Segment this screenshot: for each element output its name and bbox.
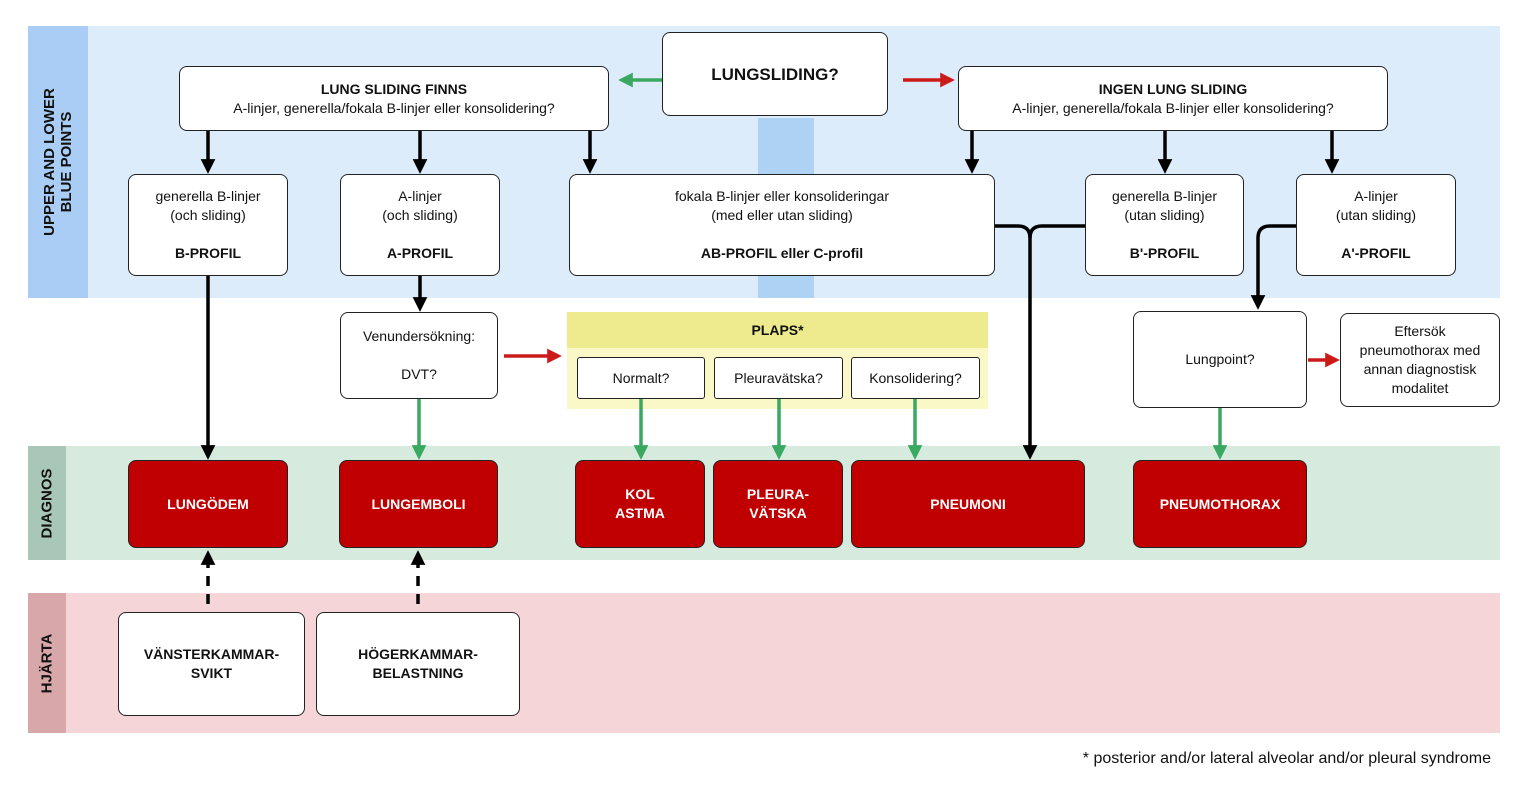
pneumoni-label: PNEUMONI — [930, 495, 1006, 512]
a-prime-profil-box: A-linjer (utan sliding) A'-PROFIL — [1296, 174, 1456, 276]
lung-sliding-finns-text: A-linjer, generella/fokala B-linjer elle… — [233, 99, 555, 116]
b-prime-profil-label: B'-PROFIL — [1129, 245, 1200, 261]
diagnosis-pleuravatska: PLEURA- VÄTSKA — [713, 460, 843, 548]
vanster-line2: SVIKT — [190, 665, 233, 681]
a-profil-line2: (och sliding) — [382, 207, 458, 223]
ab-profil-line2: (med eller utan sliding) — [711, 207, 853, 223]
b-profil-label: B-PROFIL — [174, 245, 242, 261]
connector-bprime-to-pneumoni — [1028, 224, 1085, 239]
lungpoint-box: Lungpoint? — [1133, 311, 1307, 408]
a-prime-profil-line1: A-linjer — [1354, 188, 1398, 204]
ingen-lung-sliding-text: A-linjer, generella/fokala B-linjer elle… — [1012, 99, 1334, 116]
b-profil-line2: (och sliding) — [170, 207, 246, 223]
diagnosis-lungodem: LUNGÖDEM — [128, 460, 288, 548]
lung-sliding-finns-box: LUNG SLIDING FINNS A-linjer, generella/f… — [179, 66, 609, 131]
diagnosis-kol-astma: KOL ASTMA — [575, 460, 705, 548]
ab-profil-box: fokala B-linjer eller konsolideringar (m… — [569, 174, 995, 276]
eftersok-label: Eftersök pneumothorax med annan diagnost… — [1359, 323, 1481, 396]
plaps-title: PLAPS* — [567, 312, 988, 348]
hoger-line2: BELASTNING — [372, 665, 464, 681]
ab-profil-label: AB-PROFIL eller C-profil — [700, 245, 864, 261]
ingen-lung-sliding-title: INGEN LUNG SLIDING — [1098, 80, 1248, 97]
a-prime-profil-label: A'-PROFIL — [1341, 245, 1411, 261]
venundersokning-label: Venundersökning: — [362, 328, 476, 344]
blue-points-label: UPPER AND LOWER BLUE POINTS — [28, 26, 88, 298]
b-profil-line1: generella B-linjer — [155, 188, 261, 204]
a-profil-label: A-PROFIL — [386, 245, 454, 261]
astma-label: ASTMA — [615, 505, 665, 521]
diagnosis-pneumothorax: PNEUMOTHORAX — [1133, 460, 1307, 548]
hogerkammarbelastning-box: HÖGERKAMMAR- BELASTNING — [316, 612, 520, 716]
ab-profil-line1: fokala B-linjer eller konsolideringar — [675, 188, 889, 204]
lungpoint-label: Lungpoint? — [1185, 351, 1255, 367]
diagnosis-lungemboli: LUNGEMBOLI — [339, 460, 498, 548]
diagnos-label: DIAGNOS — [28, 446, 66, 560]
hjarta-label: HJÄRTA — [28, 593, 66, 733]
vansterkammarsvikt-box: VÄNSTERKAMMAR- SVIKT — [118, 612, 305, 716]
b-prime-profil-line2: (utan sliding) — [1124, 207, 1205, 223]
a-profil-box: A-linjer (och sliding) A-PROFIL — [340, 174, 500, 276]
eftersok-box: Eftersök pneumothorax med annan diagnost… — [1340, 313, 1500, 407]
kol-label: KOL — [625, 486, 655, 502]
vanster-line1: VÄNSTERKAMMAR- — [143, 646, 280, 662]
hoger-line1: HÖGERKAMMAR- — [358, 646, 478, 662]
connector-aprime-to-lungpoint — [1250, 224, 1296, 310]
b-prime-profil-line1: generella B-linjer — [1111, 188, 1218, 204]
plaps-normalt-box: Normalt? — [577, 357, 705, 399]
plaps-pleuravatska-box: Pleuravätska? — [714, 357, 843, 399]
plaps-normalt-label: Normalt? — [612, 369, 670, 386]
connector-ab-to-pneumoni — [995, 224, 1038, 460]
diagnosis-pneumoni: PNEUMONI — [851, 460, 1085, 548]
a-profil-line1: A-linjer — [398, 188, 442, 204]
lung-sliding-finns-title: LUNG SLIDING FINNS — [320, 80, 468, 97]
dvt-label: DVT? — [401, 366, 437, 382]
pleura-label-line1: PLEURA- — [746, 486, 810, 502]
plaps-konsolidering-box: Konsolidering? — [851, 357, 980, 399]
b-prime-profil-box: generella B-linjer (utan sliding) B'-PRO… — [1085, 174, 1244, 276]
lungsliding-label: LUNGSLIDING? — [711, 64, 839, 84]
b-profil-box: generella B-linjer (och sliding) B-PROFI… — [128, 174, 288, 276]
lungemboli-label: LUNGEMBOLI — [371, 495, 466, 512]
pleura-label-line2: VÄTSKA — [749, 505, 807, 521]
lungsliding-question: LUNGSLIDING? — [662, 32, 888, 116]
plaps-pleuravatska-label: Pleuravätska? — [734, 369, 823, 386]
footnote: * posterior and/or lateral alveolar and/… — [1082, 750, 1491, 767]
venundersokning-box: Venundersökning: DVT? — [340, 312, 498, 399]
plaps-konsolidering-label: Konsolidering? — [869, 369, 962, 386]
ingen-lung-sliding-box: INGEN LUNG SLIDING A-linjer, generella/f… — [958, 66, 1388, 131]
pneumothorax-label: PNEUMOTHORAX — [1159, 495, 1281, 512]
lungodem-label: LUNGÖDEM — [167, 495, 249, 512]
a-prime-profil-line2: (utan sliding) — [1335, 207, 1417, 223]
